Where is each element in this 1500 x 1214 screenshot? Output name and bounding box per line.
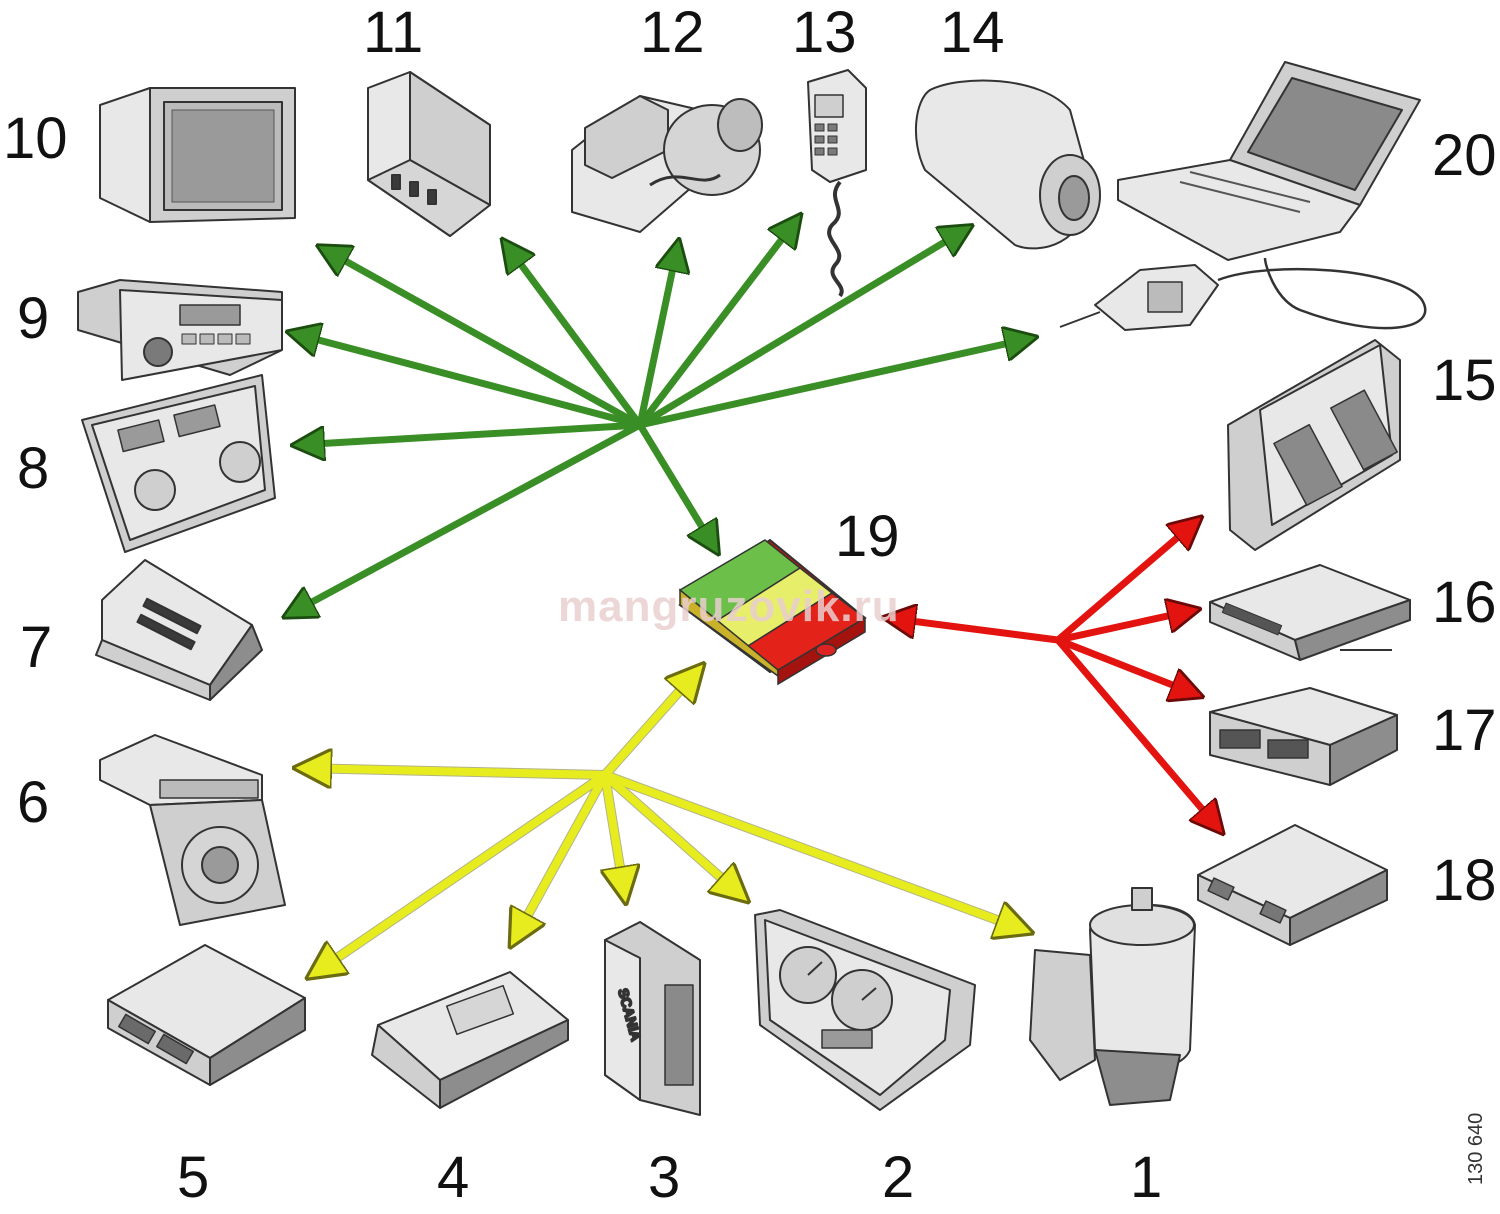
display-monitor-icon (99, 87, 296, 223)
scania-control-unit-icon: SCANIA (604, 921, 701, 1116)
parking-heater-icon (571, 95, 763, 233)
radio-icon (77, 279, 283, 381)
red-bus-arrows (888, 520, 1220, 830)
label-16: 16 (1432, 570, 1497, 635)
green-arrow-to-10 (322, 248, 644, 429)
label-6: 6 (17, 770, 49, 835)
green-arrow-to-11 (505, 243, 644, 429)
red-arrow-to-17 (1054, 636, 1198, 695)
control-unit-flat-icon (371, 971, 569, 1109)
label-10: 10 (3, 106, 68, 171)
label-2: 2 (882, 1145, 914, 1210)
green-arrow-to-7 (288, 421, 644, 615)
alarm-control-unit-icon (95, 559, 263, 701)
engine-control-unit-icon (1227, 339, 1401, 551)
label-20: 20 (1432, 123, 1497, 188)
yellow-arrow-to-19 (601, 668, 700, 779)
device-number-labels: 1 2 3 4 5 6 7 8 9 10 11 12 13 14 15 16 1… (3, 0, 1497, 1210)
label-8: 8 (17, 436, 49, 501)
label-4: 4 (437, 1145, 469, 1210)
red-arrow-to-16 (1054, 610, 1195, 644)
label-1: 1 (1130, 1145, 1162, 1210)
red-arrow-to-19 (888, 618, 1062, 644)
control-unit-18-icon (1197, 824, 1388, 946)
yellow-arrow-to-5 (312, 771, 609, 975)
label-13: 13 (792, 0, 857, 65)
label-5: 5 (177, 1145, 209, 1210)
control-unit-17-icon (1209, 687, 1398, 786)
red-arrow-to-18 (1054, 636, 1220, 830)
green-arrow-to-14 (636, 228, 968, 429)
label-19: 19 (835, 504, 900, 569)
label-14: 14 (940, 0, 1005, 65)
tachograph-icon (99, 734, 286, 926)
label-7: 7 (20, 615, 52, 680)
yellow-arrow-to-2 (601, 771, 744, 898)
relay-unit-icon (367, 71, 491, 237)
label-9: 9 (17, 286, 49, 351)
green-arrow-to-12 (636, 244, 678, 429)
green-arrow-to-20 (636, 338, 1032, 429)
label-3: 3 (648, 1145, 680, 1210)
yellow-arrow-to-1 (601, 771, 1027, 931)
yellow-arrow-to-6 (300, 768, 609, 775)
control-unit-box-icon (107, 944, 306, 1086)
climate-control-panel-icon (81, 374, 276, 553)
green-arrow-to-8 (297, 421, 644, 445)
control-unit-16-icon (1209, 564, 1411, 661)
label-11: 11 (363, 0, 423, 65)
central-hub-unit-19 (678, 538, 867, 686)
yellow-bus-arrows (300, 668, 1027, 975)
red-arrow-to-15 (1054, 520, 1198, 644)
figure-reference-number: 130 640 (1465, 1113, 1487, 1185)
instrument-cluster-icon (754, 909, 976, 1111)
label-18: 18 (1432, 848, 1497, 913)
yellow-arrow-to-4 (513, 771, 609, 942)
label-15: 15 (1432, 348, 1497, 413)
handset-remote-icon (807, 69, 867, 298)
label-12: 12 (640, 0, 705, 65)
air-dryer-valve-icon (1029, 887, 1196, 1106)
diagnostic-laptop-icon (1059, 61, 1427, 331)
green-bus-arrows (288, 218, 1032, 615)
yellow-arrow-to-3 (605, 771, 625, 898)
speaker-cylinder-icon (914, 79, 1101, 250)
label-17: 17 (1432, 698, 1497, 763)
watermark: mangruzovik.ru (558, 582, 900, 631)
green-arrow-to-9 (292, 333, 644, 429)
green-arrow-to-19 (636, 421, 716, 550)
green-arrow-to-13 (636, 218, 798, 429)
